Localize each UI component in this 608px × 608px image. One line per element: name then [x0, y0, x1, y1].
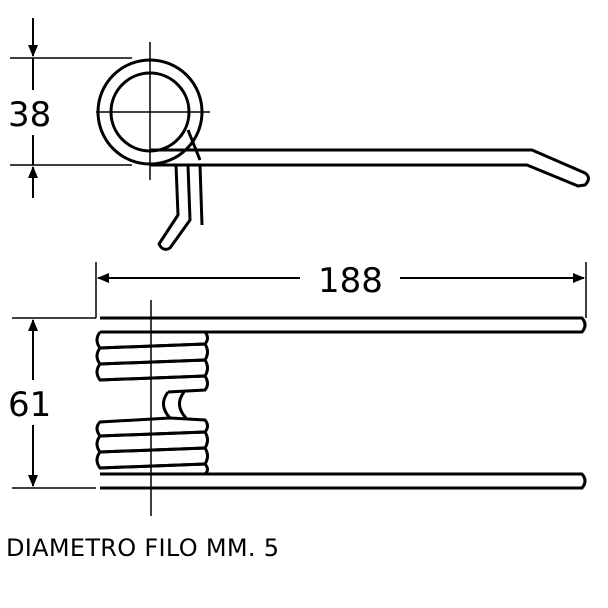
- dim-label-coil-diameter: 38: [8, 95, 51, 135]
- long-tine-arm: [150, 148, 590, 188]
- dim-label-total-length: 188: [318, 261, 383, 301]
- short-hook-tine: [157, 164, 192, 251]
- upper-coil-windings: [95, 330, 209, 394]
- hook-tine-inner: [186, 129, 204, 226]
- bottom-view: [12, 262, 587, 516]
- wire-diameter-caption: DIAMETRO FILO MM. 5: [6, 534, 280, 562]
- lower-tine: [100, 472, 587, 490]
- lower-coil-windings: [95, 416, 209, 476]
- top-view: [10, 18, 590, 251]
- dim-label-coil-height: 61: [8, 385, 51, 425]
- upper-tine: [100, 316, 587, 334]
- center-loop: [162, 391, 188, 420]
